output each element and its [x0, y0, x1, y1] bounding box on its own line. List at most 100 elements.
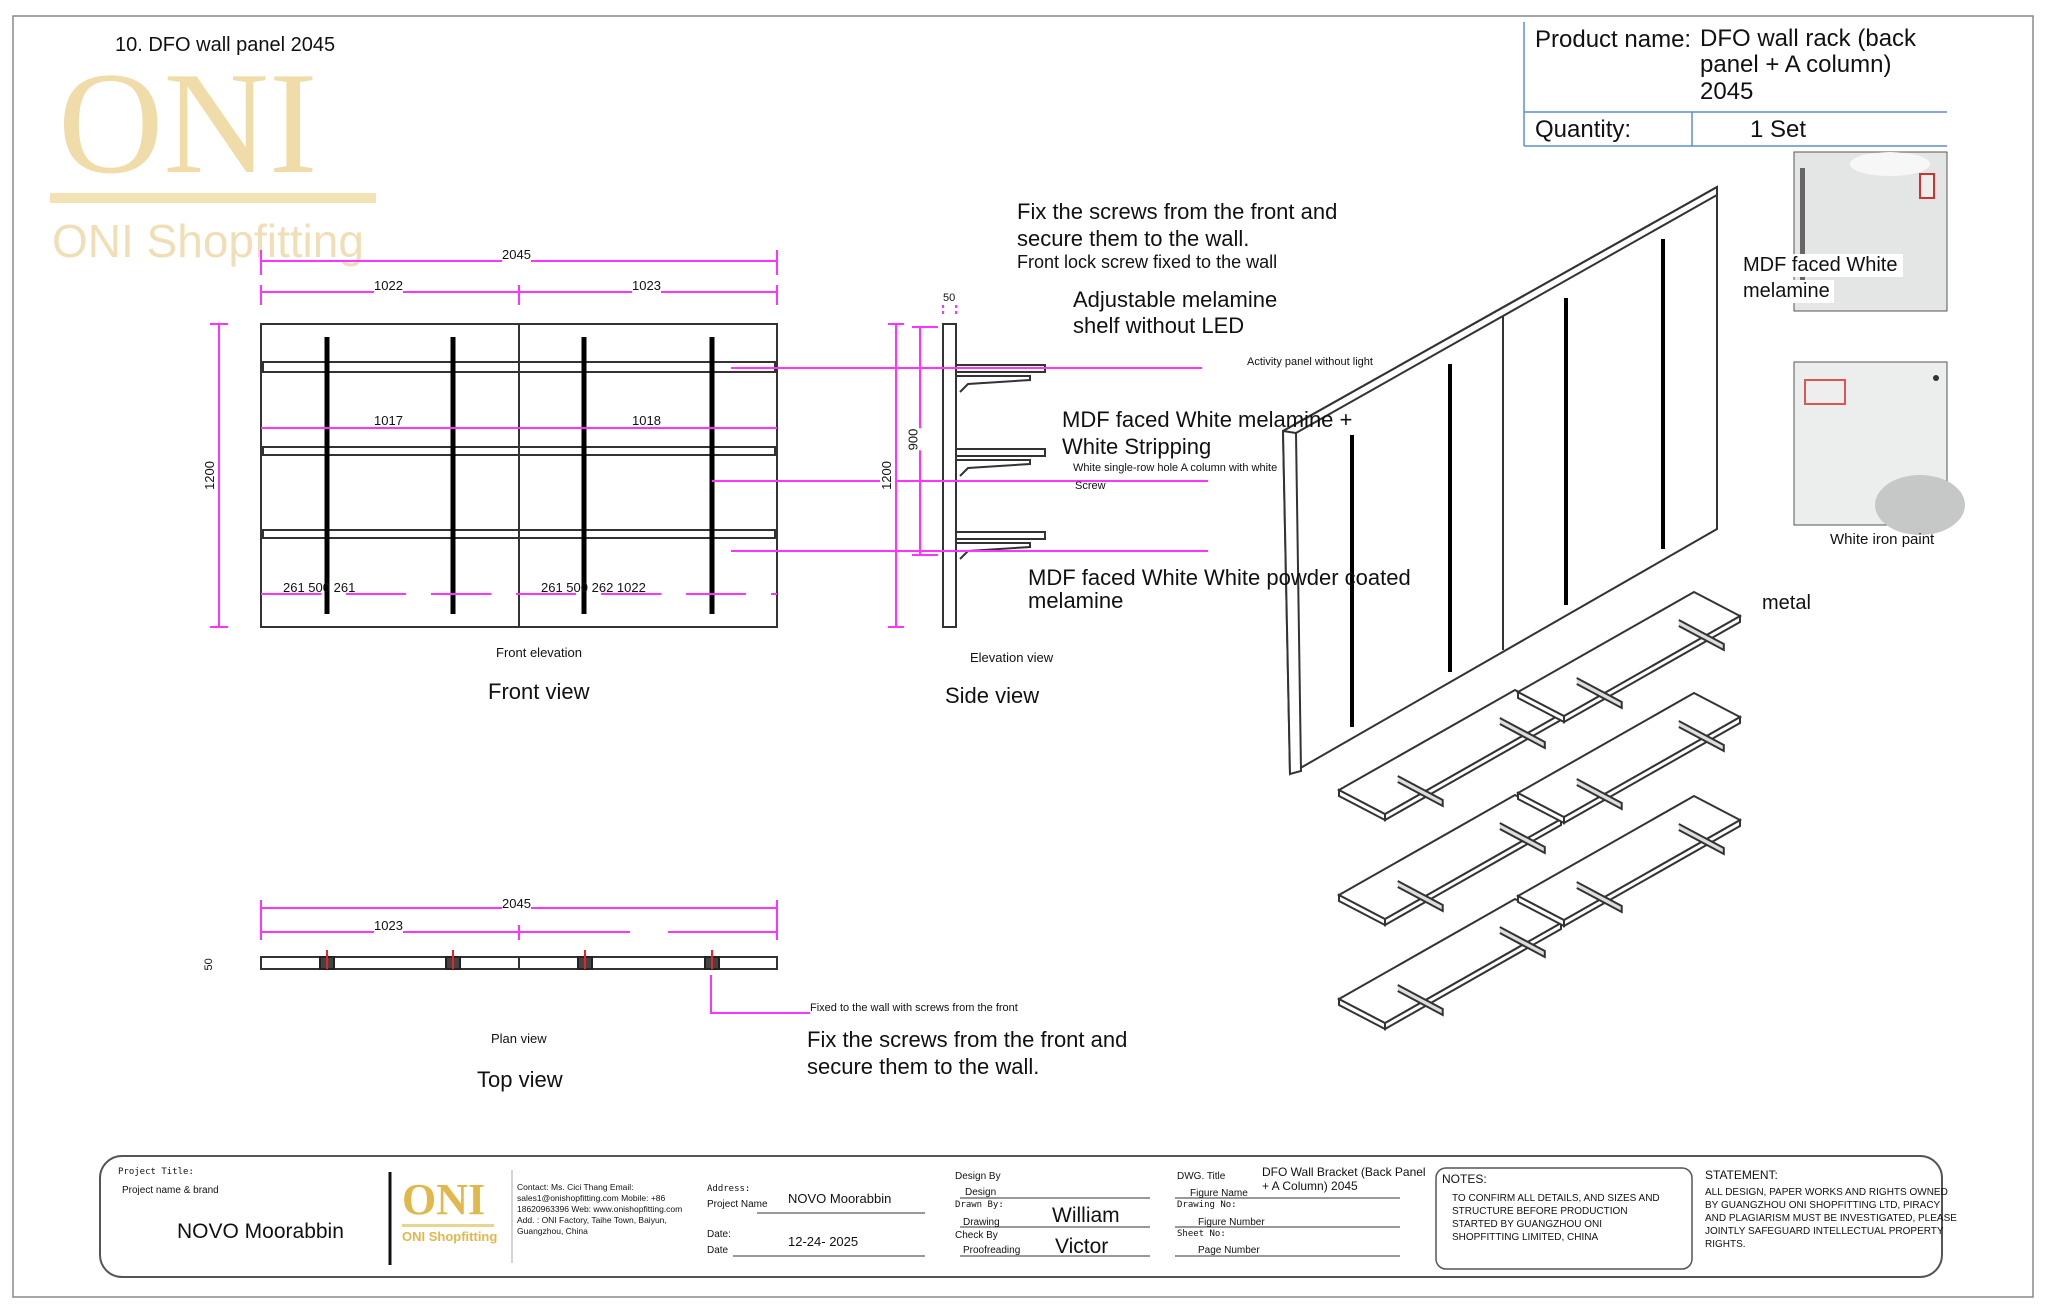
dim-bottom-left: 261 500 261 [283, 580, 356, 595]
statement-line: RIGHTS. [1705, 1239, 1746, 1250]
side-view-dimensions [888, 305, 957, 628]
powder-coated-note-line1: MDF faced White White powder coated [1028, 565, 1411, 590]
front-view-drawing [260, 323, 778, 628]
page-number-label: Page Number [1198, 1245, 1260, 1256]
mdf-stripping-note-line1: MDF faced White melamine + [1062, 407, 1353, 432]
drawing-label: Drawing [963, 1217, 1000, 1228]
product-info-box [1523, 22, 1947, 147]
drawn-by-value: William [1052, 1204, 1120, 1227]
contact-line: Add. : ONI Factory, Taihe Town, Baiyun, [517, 1215, 667, 1226]
quantity-value: 1 Set [1750, 116, 1807, 143]
sheet-no-label: Sheet No: [1177, 1229, 1226, 1239]
drawn-by-label: Drawn By: [955, 1200, 1004, 1210]
address-label: Address: [707, 1184, 751, 1194]
isometric-shelf [1336, 793, 1564, 927]
mdf-stripping-note-line2: White Stripping [1062, 434, 1212, 459]
top-view-caption: Top view [477, 1067, 563, 1092]
contact-line: Guangzhou, China [517, 1226, 588, 1237]
figure-name-label: Figure Name [1190, 1188, 1248, 1199]
project-title-label: Project Title: [118, 1167, 194, 1177]
dim-front-total: 2045 [502, 247, 531, 263]
top-fix-note-line2: secure them to the wall. [807, 1054, 1040, 1079]
date-value: 12-24- 2025 [788, 1234, 859, 1249]
footer-logo: ONI ONI Shopfitting [402, 1175, 498, 1244]
title-block-frame [99, 1155, 1943, 1278]
contact-line: 18620963396 Web: www.onishopfitting.com [517, 1204, 683, 1215]
statement-line: BY GUANGZHOU ONI SHOPFITTING LTD, PIRACY [1705, 1200, 1941, 1211]
design-label: Design [965, 1187, 997, 1198]
notes-line: SHOPFITTING LIMITED, CHINA [1452, 1232, 1599, 1243]
isometric-shelf [1336, 897, 1564, 1031]
project-name-value: NOVO Moorabbin [788, 1191, 892, 1206]
notes-line: TO CONFIRM ALL DETAILS, AND SIZES AND [1452, 1193, 1660, 1204]
dim-front-left: 1022 [374, 278, 403, 294]
statement-line: JOINTLY SAFEGUARD INTELLECTUAL PROPERTY [1705, 1226, 1944, 1237]
svg-text:ONI: ONI [58, 42, 318, 204]
contact-line: sales1@onishopfitting.com Mobile: +86 [517, 1193, 666, 1204]
fix-screws-note-line2: secure them to the wall. [1017, 226, 1250, 251]
project-brand-label: Project name & brand [122, 1185, 219, 1196]
dim-front-height: 1200 [201, 461, 218, 490]
front-view-caption: Front view [488, 679, 590, 704]
project-name: NOVO Moorabbin [177, 1220, 344, 1243]
contact-line: Contact: Ms. Cici Thang Email: [517, 1182, 634, 1192]
dim-side-height: 1200 [878, 461, 895, 490]
material-mdf-label-line1: MDF faced White [1743, 254, 1904, 277]
sheet-frame [12, 15, 2034, 1298]
dim-side-depth: 50 [943, 292, 956, 304]
isometric-shelves [1336, 590, 1743, 1031]
statement-label: STATEMENT: [1705, 1168, 1778, 1182]
isometric-shelf [1515, 794, 1743, 928]
notes-line: STRUCTURE BEFORE PRODUCTION [1452, 1206, 1628, 1217]
design-by-label: Design By [955, 1171, 1001, 1182]
dim-bottom-right: 261 500 262 1022 [541, 580, 646, 595]
dim-top-total: 2045 [502, 896, 531, 912]
oni-logo-watermark: ONI ONI Shopfitting [50, 42, 376, 267]
material-mdf-label-line2: melamine [1743, 280, 1834, 303]
material-photo-iron [1793, 361, 1965, 535]
dim-inner-right: 1018 [632, 413, 661, 428]
top-view-drawing [260, 950, 778, 970]
statement-line: AND PLAGIARISM MUST BE INVESTIGATED, PLE… [1705, 1213, 1957, 1224]
drawing-no-label: Drawing No: [1177, 1200, 1237, 1210]
sheet-title: 10. DFO wall panel 2045 [115, 34, 336, 56]
notes-text: TO CONFIRM ALL DETAILS, AND SIZES AND STR… [1452, 1192, 1660, 1244]
date-label-2: Date [707, 1245, 729, 1256]
isometric-shelf [1515, 590, 1743, 724]
statement-line: ALL DESIGN, PAPER WORKS AND RIGHTS OWNED [1705, 1187, 1948, 1198]
elevation-view-caption: Elevation view [970, 650, 1054, 665]
check-by-value: Victor [1055, 1235, 1109, 1258]
side-view-caption: Side view [945, 683, 1040, 708]
isometric-back-panel [1281, 185, 1718, 776]
isometric-shelf [1336, 688, 1564, 822]
check-by-label: Check By [955, 1230, 998, 1241]
quantity-label: Quantity: [1535, 116, 1632, 143]
dim-side-shelf-span: 900 [905, 428, 922, 451]
column-note-line2: Screw [1075, 480, 1106, 492]
top-fix-note-line1: Fix the screws from the front and [807, 1027, 1128, 1052]
notes-line: STARTED BY GUANGZHOU ONI [1452, 1219, 1603, 1230]
powder-coated-note-line2: melamine [1028, 588, 1124, 613]
contact-info: Contact: Ms. Cici Thang Email:sales1@oni… [517, 1182, 682, 1237]
figure-number-label: Figure Number [1198, 1217, 1265, 1228]
column-note-line1: White single-row hole A column with whit… [1073, 462, 1278, 474]
dim-top-left: 1023 [374, 918, 403, 934]
dim-top-depth: 50 [202, 958, 215, 971]
fixed-wall-note: Fixed to the wall with screws from the f… [810, 1002, 1018, 1014]
leader-lines [712, 367, 1208, 552]
front-elevation-caption: Front elevation [496, 645, 582, 660]
dim-front-right: 1023 [632, 278, 661, 294]
material-iron-label: White iron paint [1830, 531, 1935, 548]
activity-panel-note: Activity panel without light [1247, 356, 1373, 368]
top-view-dimensions [260, 900, 810, 1014]
notes-label: NOTES: [1442, 1172, 1487, 1186]
shelf-note-line2: shelf without LED [1073, 313, 1245, 338]
statement-text: ALL DESIGN, PAPER WORKS AND RIGHTS OWNED… [1705, 1186, 1957, 1251]
dim-inner-left: 1017 [374, 413, 403, 428]
dwg-title-label: DWG. Title [1177, 1171, 1226, 1182]
figure-name-value: DFO Wall Bracket (Back Panel + A Column)… [1262, 1165, 1426, 1194]
side-view-drawing [942, 323, 1046, 628]
isometric-shelf [1515, 691, 1743, 825]
front-lock-note: Front lock screw fixed to the wall [1017, 252, 1278, 272]
